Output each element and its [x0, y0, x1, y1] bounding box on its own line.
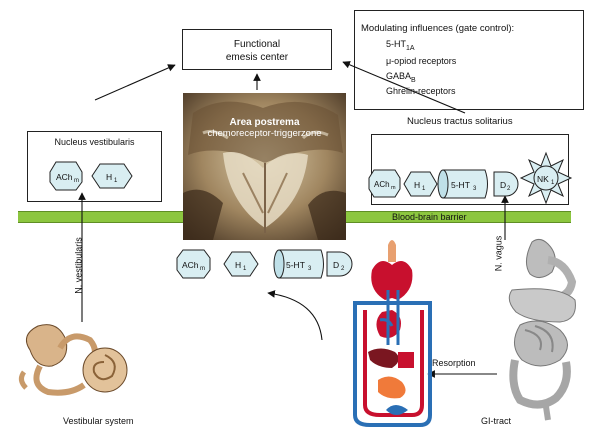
svg-text:2: 2 — [507, 186, 511, 192]
nucleus-vestibularis-label: Nucleus vestibularis — [54, 137, 135, 147]
nucleus-vestibularis-box: Nucleus vestibularis — [27, 131, 162, 202]
svg-text:D: D — [333, 260, 339, 270]
svg-text:5-HT: 5-HT — [286, 260, 305, 270]
emesis-center-line1: Functional — [233, 39, 281, 50]
svg-text:H: H — [235, 260, 241, 270]
svg-text:m: m — [391, 185, 396, 191]
svg-text:H: H — [414, 180, 420, 190]
svg-text:m: m — [74, 178, 79, 184]
vestibular-system-label: Vestibular system — [63, 416, 134, 426]
gi-tract-label: GI-tract — [481, 416, 512, 426]
svg-text:H: H — [106, 172, 112, 182]
area-postrema-subtitle: chemoreceptor-triggerzone — [207, 128, 322, 139]
resorption-label: Resorption — [432, 358, 476, 368]
svg-text:ACh: ACh — [182, 260, 199, 270]
svg-text:3: 3 — [473, 186, 477, 192]
emesis-center-line2: emesis center — [225, 52, 289, 63]
modulating-influences-box: Modulating influences (gate control): 5-… — [354, 10, 584, 110]
svg-text:1: 1 — [114, 178, 118, 184]
circulation-illustration — [353, 240, 432, 427]
modulating-title: Modulating influences (gate control): — [361, 23, 515, 34]
svg-text:D: D — [500, 180, 506, 190]
svg-text:NK: NK — [537, 174, 549, 184]
modulating-item-ghrelin: Ghrelin-receptors — [386, 86, 456, 96]
svg-text:5-HT: 5-HT — [451, 180, 470, 190]
svg-text:ACh: ACh — [374, 180, 390, 189]
arrow-vestibularis-to-center — [94, 64, 176, 101]
svg-text:ACh: ACh — [56, 172, 73, 182]
svg-text:m: m — [200, 266, 205, 272]
arrow-nts-to-center — [342, 61, 466, 114]
inner-ear-illustration — [18, 324, 128, 396]
modulating-item-5ht1a: 5-HT1A — [386, 39, 415, 52]
area-postrema-photo — [183, 93, 346, 240]
emesis-center-box: Functional emesis center — [182, 29, 332, 70]
modulating-item-opioid: μ-opiod receptors — [386, 56, 457, 66]
svg-text:3: 3 — [308, 266, 312, 272]
gi-tract-illustration — [508, 238, 577, 421]
svg-text:2: 2 — [341, 266, 345, 272]
modulating-item-gaba: GABAB — [386, 71, 416, 84]
n-vagus-label: N. vagus — [493, 235, 504, 272]
svg-text:1: 1 — [422, 186, 426, 192]
svg-text:1: 1 — [243, 266, 247, 272]
area-postrema-title: Area postrema — [229, 117, 300, 128]
nucleus-tractus-label: Nucleus tractus solitarius — [407, 116, 513, 127]
blood-brain-barrier-label: Blood-brain barrier — [392, 212, 467, 222]
arrow-circulation-to-postrema — [267, 290, 323, 341]
n-vestibularis-label: N. vestibularis — [73, 237, 84, 294]
svg-text:1: 1 — [551, 180, 555, 186]
